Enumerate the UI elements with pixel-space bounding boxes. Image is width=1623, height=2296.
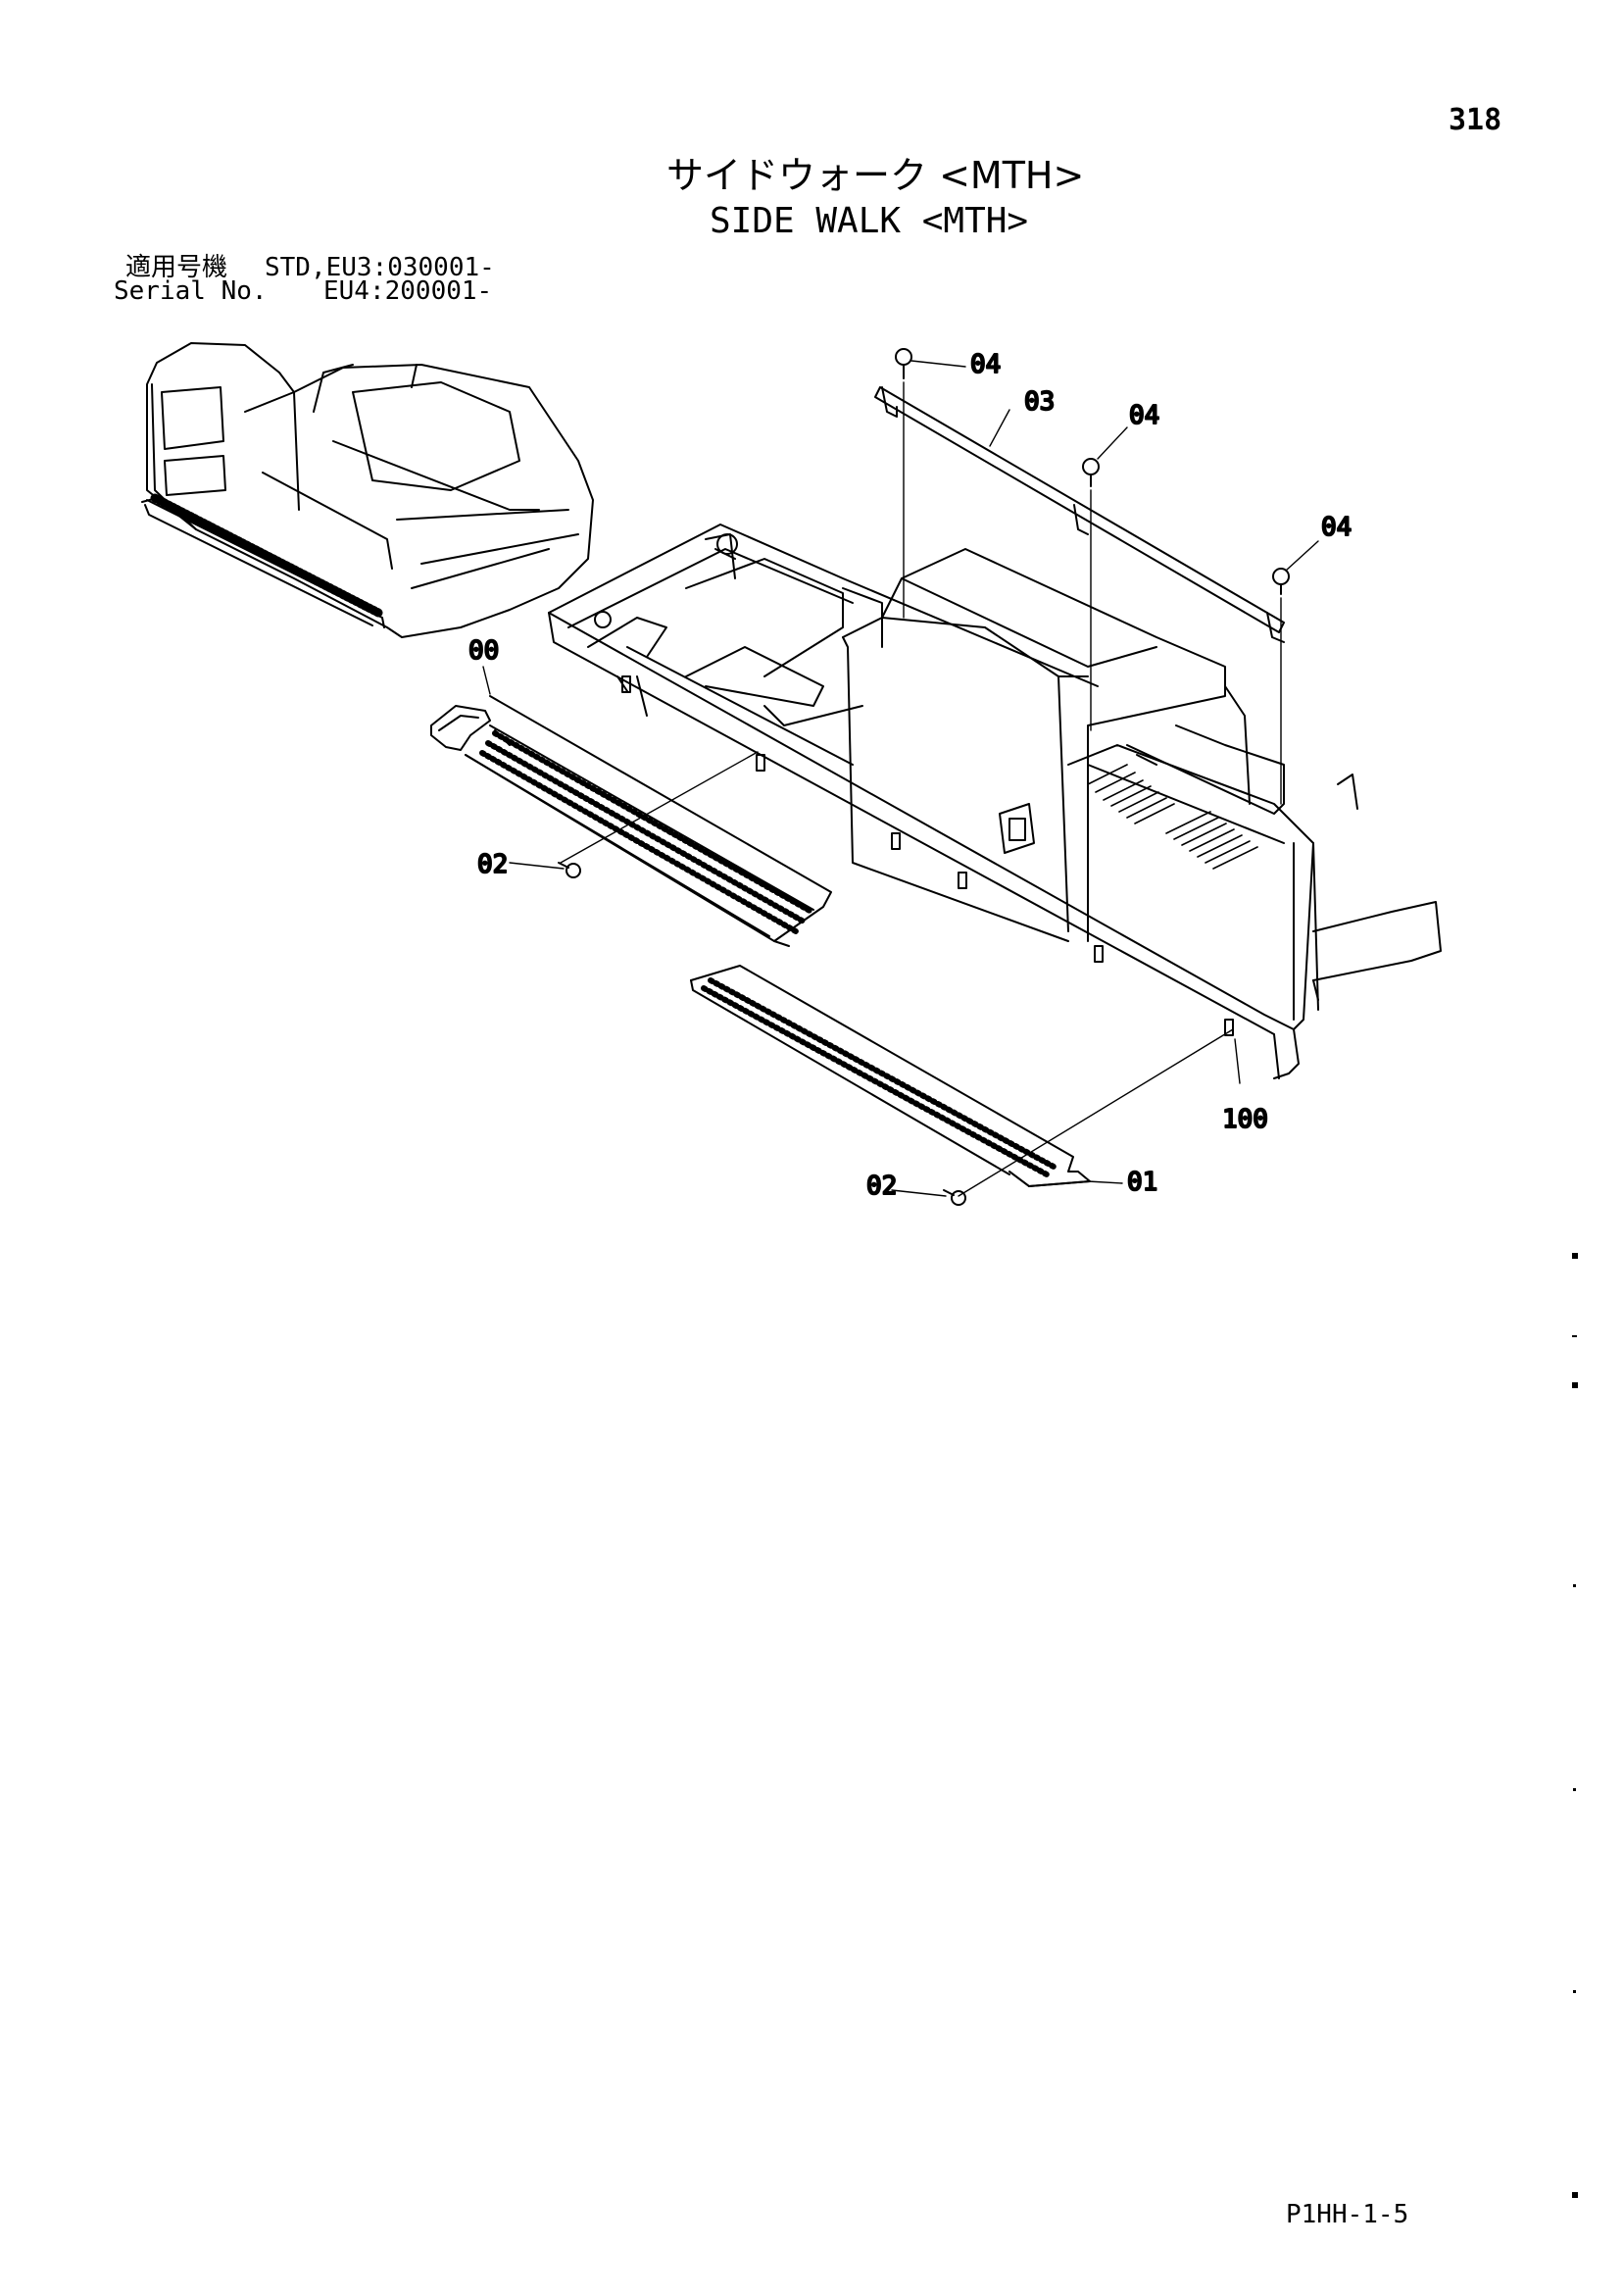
margin-mark — [1572, 2192, 1578, 2198]
callout-01: 01 — [1127, 1168, 1157, 1197]
callout-04-top: 04 — [970, 350, 1001, 379]
callout-03: 03 — [1024, 387, 1055, 417]
title-japanese: サイドウォーク <MTH> — [666, 154, 1085, 197]
margin-mark — [1573, 1584, 1576, 1587]
excavator-overview-drawing — [141, 342, 594, 638]
bolt-04-c — [1272, 568, 1290, 805]
callout-02-lower: 02 — [866, 1172, 897, 1201]
callout-04-middle: 04 — [1129, 401, 1159, 430]
margin-mark — [1573, 1788, 1576, 1791]
bolt-02-b — [943, 1189, 966, 1206]
margin-mark — [1572, 1382, 1578, 1388]
margin-mark — [1572, 1253, 1578, 1259]
part-03-cover-bar — [874, 386, 1285, 643]
serial-label-japanese: 適用号機 — [125, 253, 228, 282]
callout-100: 100 — [1222, 1105, 1268, 1134]
part-01-grating — [701, 977, 1057, 1177]
bolt-02-a — [558, 862, 581, 878]
page-number: 318 — [1449, 103, 1502, 137]
bolt-04-a — [895, 348, 912, 619]
part-01-lower-step — [690, 965, 1091, 1187]
callout-00: 00 — [468, 636, 499, 666]
grille-hatching — [1087, 764, 1258, 870]
part-00-upper-step — [430, 695, 832, 947]
serial-range-eu4: EU4:200001- — [323, 276, 493, 306]
title-english: SIDE WALK <MTH> — [710, 201, 1029, 241]
serial-label-english: Serial No. — [114, 276, 268, 306]
leader-lines — [482, 360, 1319, 1197]
bolt-04-b — [1082, 458, 1100, 731]
margin-mark — [1572, 1335, 1577, 1337]
document-code: P1HH-1-5 — [1286, 2200, 1409, 2229]
callout-02-upper: 02 — [477, 850, 508, 879]
callout-04-right: 04 — [1321, 513, 1352, 542]
part-00-grating — [479, 730, 814, 934]
serial-range-std-eu3: STD,EU3:030001- — [265, 253, 495, 282]
margin-mark — [1573, 1990, 1576, 1993]
upper-frame-drawing — [548, 524, 1442, 1079]
